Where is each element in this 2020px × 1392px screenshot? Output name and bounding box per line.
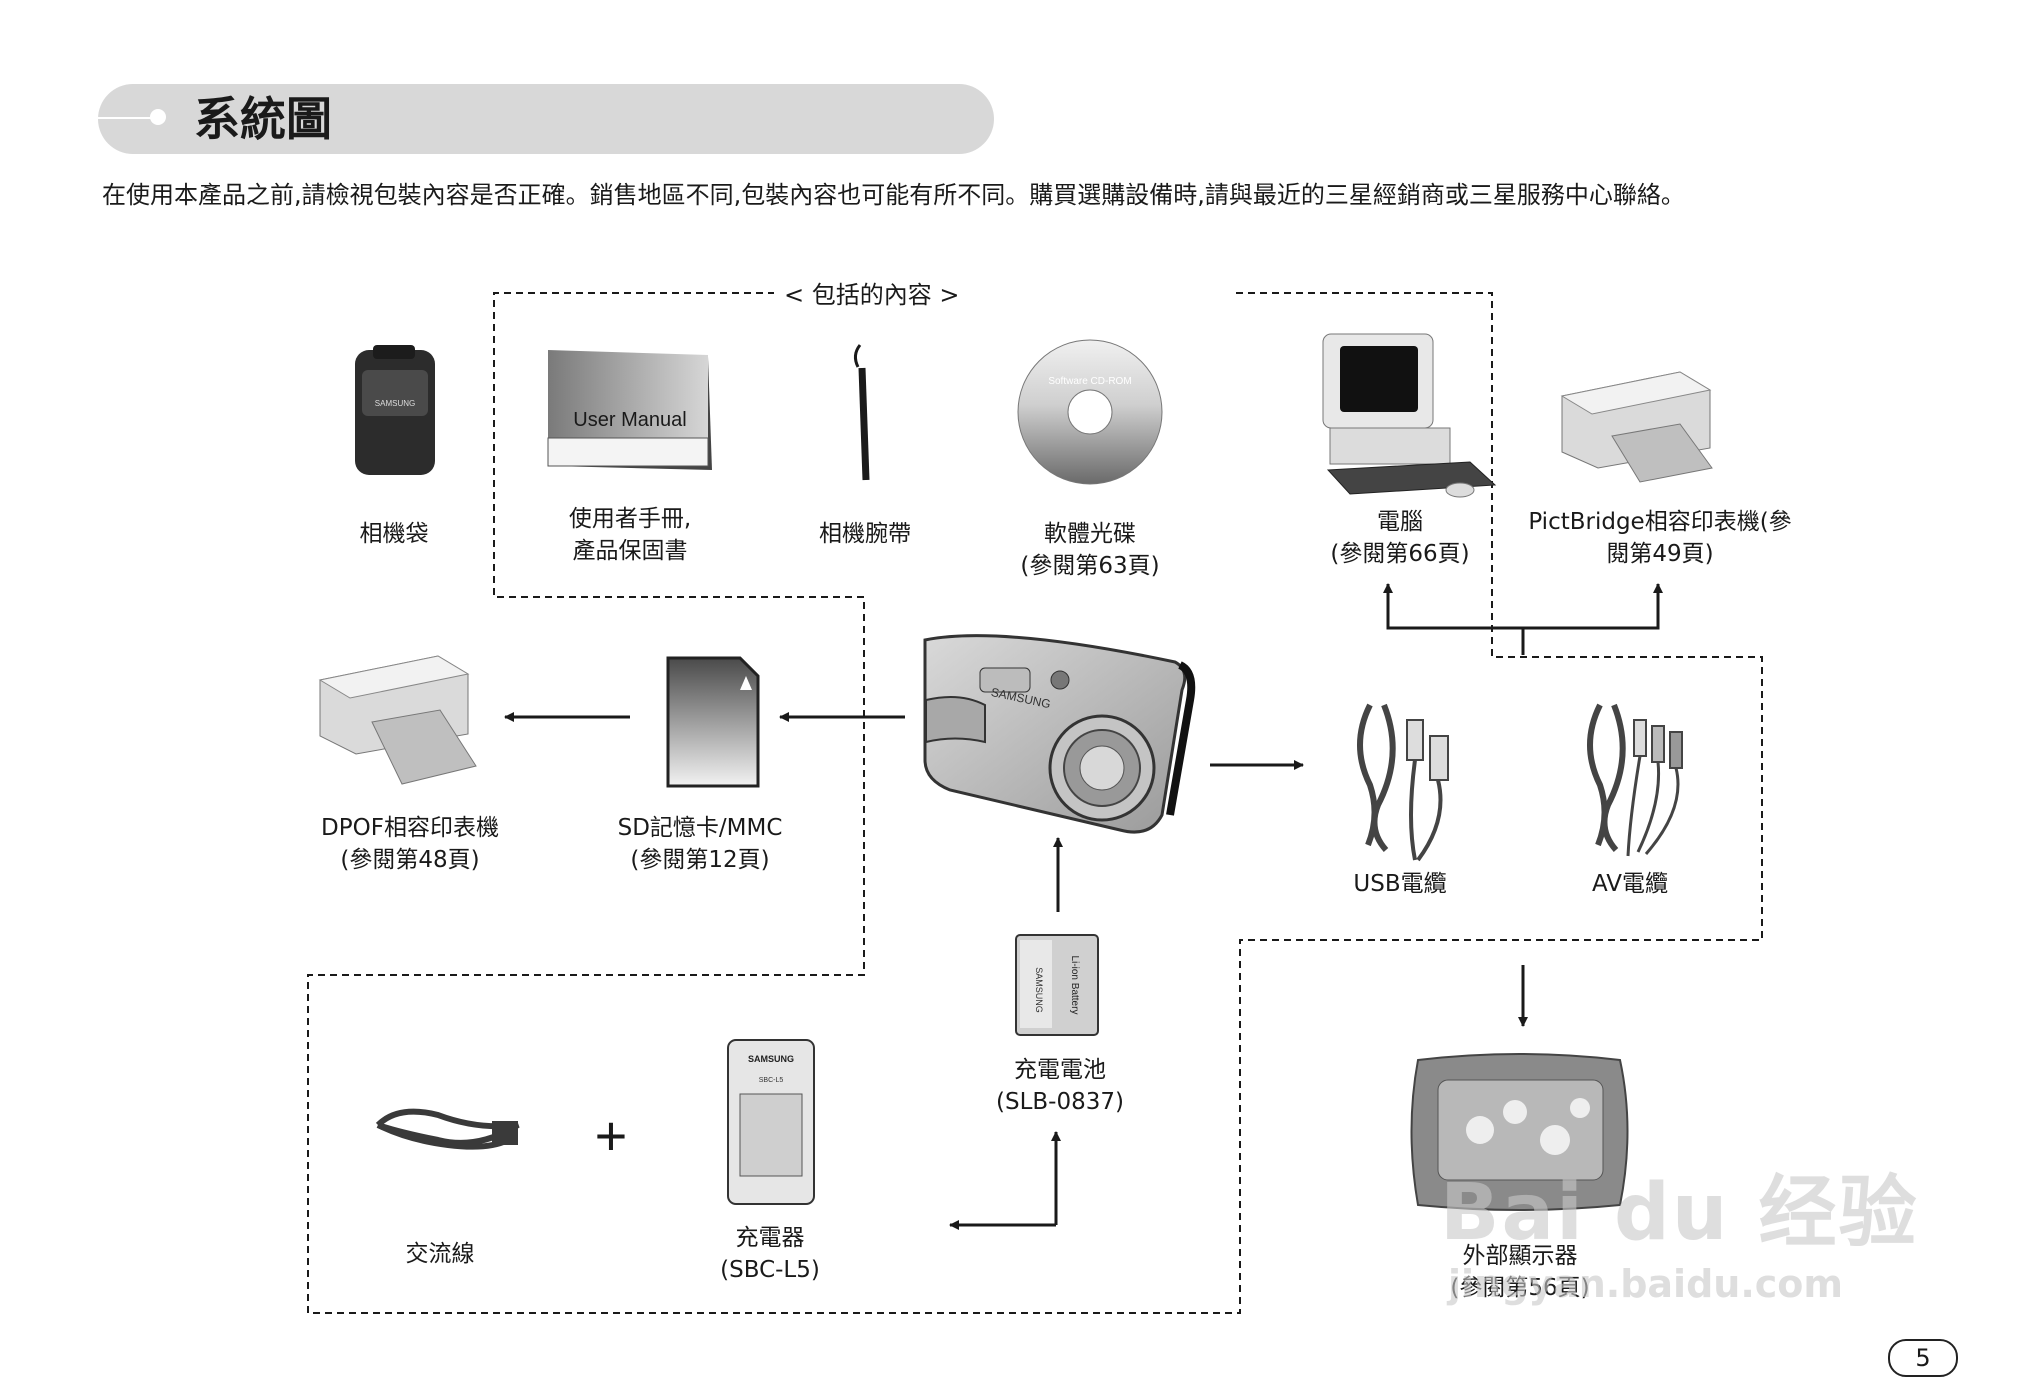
caption-battery-line2: (SLB-0837) (996, 1089, 1124, 1115)
caption-charger: 充電器 (SBC-L5) (690, 1222, 850, 1286)
caption-ac-cord: 交流線 (405, 1241, 475, 1267)
plus-sign: + (595, 1104, 628, 1167)
caption-pictbridge: PictBridge相容印表機(參 閱第49頁) (1528, 506, 1792, 570)
caption-computer-line1: 電腦 (1377, 509, 1423, 535)
page-number: 5 (1888, 1339, 1958, 1377)
battery-illustration: SAMSUNG Li-ion Battery (1015, 934, 1099, 1036)
caption-pictbridge-line2: 閱第49頁) (1606, 541, 1714, 567)
charger-illustration: SAMSUNG SBC-L5 (727, 1039, 815, 1205)
included-contents-label: < 包括的內容 > (774, 279, 970, 311)
cd-disc-text: Software CD-ROM (1048, 376, 1131, 387)
caption-sd-line2: (參閱第12頁) (630, 847, 770, 873)
pictbridge-printer-illustration (1560, 371, 1713, 483)
caption-av-cable: AV電纜 (1592, 871, 1668, 897)
caption-tv-line2: (參閱第56頁) (1450, 1275, 1590, 1301)
watermark-logo: Bai du 经验 (1440, 1168, 1919, 1258)
av-cable-illustration (1587, 703, 1683, 857)
caption-dpof-line1: DPOF相容印表機 (321, 815, 499, 841)
charger-model: SBC-L5 (759, 1077, 784, 1084)
dpof-printer-illustration (318, 655, 477, 785)
header-decoration-line (98, 117, 152, 119)
camera-illustration: SAMSUNG (923, 634, 1196, 834)
header-decoration-dot (150, 109, 166, 125)
ac-cord-illustration (375, 1108, 520, 1150)
usb-cable-illustration (1357, 703, 1449, 862)
caption-computer: 電腦 (參閱第66頁) (1310, 506, 1490, 570)
intro-paragraph: 在使用本產品之前,請檢視包裝內容是否正確。銷售地區不同,包裝內容也可能有所不同。… (102, 181, 1685, 209)
manual-cover-text: User Manual (573, 409, 686, 431)
battery-brand: SAMSUNG (1034, 967, 1044, 1013)
included-contents-outline (307, 292, 1763, 1314)
strap-illustration (853, 344, 870, 481)
sd-card-illustration (666, 656, 760, 788)
section-header-bar (98, 84, 994, 154)
caption-charger-line2: (SBC-L5) (720, 1257, 820, 1283)
user-manual-illustration: User Manual (547, 350, 712, 470)
caption-manual-line2: 產品保固書 (572, 538, 688, 564)
battery-label: Li-ion Battery (1069, 956, 1080, 1015)
caption-manual: 使用者手冊, 產品保固書 (540, 503, 720, 567)
caption-cd-line1: 軟體光碟 (1044, 521, 1136, 547)
caption-sd-card: SD記憶卡/MMC (參閱第12頁) (600, 812, 800, 876)
caption-camera-case: 相機袋 (359, 521, 429, 547)
camera-case-brand: SAMSUNG (375, 399, 415, 408)
caption-dpof-printer: DPOF相容印表機 (參閱第48頁) (300, 812, 520, 876)
computer-illustration (1322, 333, 1497, 498)
watermark-url: jingyan.baidu.com (1448, 1262, 1843, 1306)
camera-case-illustration: SAMSUNG (355, 345, 435, 475)
caption-cd-line2: (參閱第63頁) (1020, 553, 1160, 579)
arrow-to-computer (1383, 583, 1525, 655)
caption-tv: 外部顯示器 (參閱第56頁) (1430, 1240, 1610, 1304)
caption-sd-line1: SD記憶卡/MMC (617, 815, 783, 841)
caption-usb-cable: USB電纜 (1353, 871, 1447, 897)
arrow-to-pictbridge (1523, 583, 1663, 630)
charger-brand: SAMSUNG (748, 1054, 794, 1064)
caption-tv-line1: 外部顯示器 (1462, 1243, 1578, 1269)
cd-illustration: Software CD-ROM (1017, 339, 1163, 485)
caption-strap: 相機腕帶 (819, 521, 911, 547)
caption-battery: 充電電池 (SLB-0837) (970, 1054, 1150, 1118)
caption-cd: 軟體光碟 (參閱第63頁) (1000, 518, 1180, 582)
caption-manual-line1: 使用者手冊, (568, 506, 692, 532)
caption-dpof-line2: (參閱第48頁) (340, 847, 480, 873)
page-title: 系統圖 (194, 92, 332, 146)
caption-computer-line2: (參閱第66頁) (1330, 541, 1470, 567)
caption-charger-line1: 充電器 (735, 1225, 805, 1251)
tv-illustration (1410, 1053, 1629, 1211)
caption-battery-line1: 充電電池 (1014, 1057, 1106, 1083)
caption-pictbridge-line1: PictBridge相容印表機(參 (1528, 509, 1792, 535)
